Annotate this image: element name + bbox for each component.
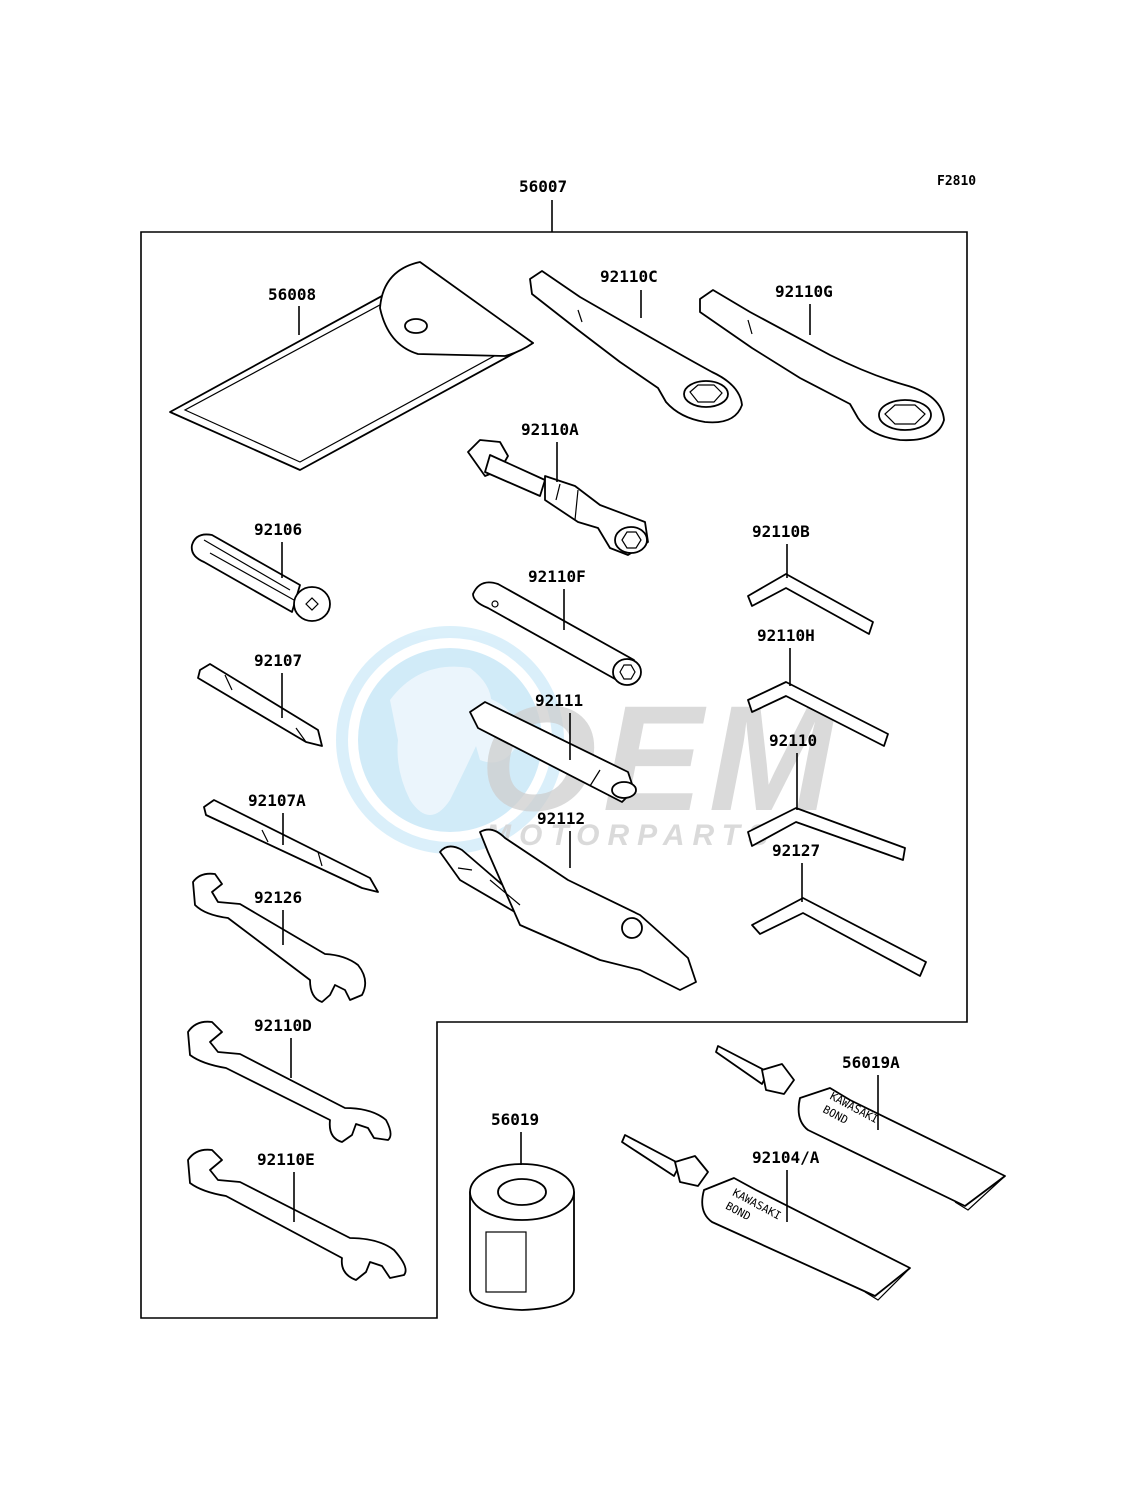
spanner-92110G — [699, 289, 945, 442]
oil-filter-56019 — [469, 1163, 575, 1311]
box-wrench-92110F — [472, 581, 642, 686]
spanner-92126 — [192, 872, 367, 1003]
label-92110E: 92110E — [257, 1150, 315, 1169]
hex-key-92127 — [751, 897, 927, 977]
hex-key-92110B — [747, 573, 874, 635]
tool-pouch-56008 — [169, 261, 534, 471]
label-92107A: 92107A — [248, 791, 306, 810]
label-92106: 92106 — [254, 520, 302, 539]
spanner-92110D — [187, 1020, 392, 1143]
screwdriver-92107A — [203, 799, 379, 893]
bond-tube-92104A: KAWASAKI BOND — [621, 1134, 911, 1301]
label-92107: 92107 — [254, 651, 302, 670]
label-92110G: 92110G — [775, 282, 833, 301]
diagram-code: F2810 — [937, 174, 976, 189]
label-92110D: 92110D — [254, 1016, 312, 1035]
label-56007: 56007 — [519, 177, 567, 196]
label-92110A: 92110A — [521, 420, 579, 439]
screwdriver-bit-92107 — [197, 663, 323, 747]
label-92110: 92110 — [769, 731, 817, 750]
label-92104A: 92104/A — [752, 1148, 820, 1167]
label-92110F: 92110F — [528, 567, 586, 586]
label-92112: 92112 — [537, 809, 585, 828]
label-92126: 92126 — [254, 888, 302, 907]
kit-frame — [140, 231, 968, 1319]
spanner-92110C — [529, 270, 743, 424]
screwdriver-handle-92106 — [190, 533, 331, 622]
label-56019A: 56019A — [842, 1053, 900, 1072]
label-92110H: 92110H — [757, 626, 815, 645]
label-92111: 92111 — [535, 691, 583, 710]
label-92110B: 92110B — [752, 522, 810, 541]
label-92127: 92127 — [772, 841, 820, 860]
extension-bar-92111 — [469, 701, 637, 803]
hex-key-92110 — [747, 807, 906, 861]
watermark-sub: MOTORPARTS — [486, 819, 776, 852]
label-56019: 56019 — [491, 1110, 539, 1129]
hex-key-92110H — [747, 681, 889, 747]
label-92110C: 92110C — [600, 267, 658, 286]
bond-tube-56019A: KAWASAKI BOND — [715, 1045, 1006, 1211]
label-56008: 56008 — [268, 285, 316, 304]
pliers-92112 — [439, 828, 697, 991]
box-socket-92110A — [467, 439, 649, 556]
spanner-92110E — [187, 1148, 407, 1281]
